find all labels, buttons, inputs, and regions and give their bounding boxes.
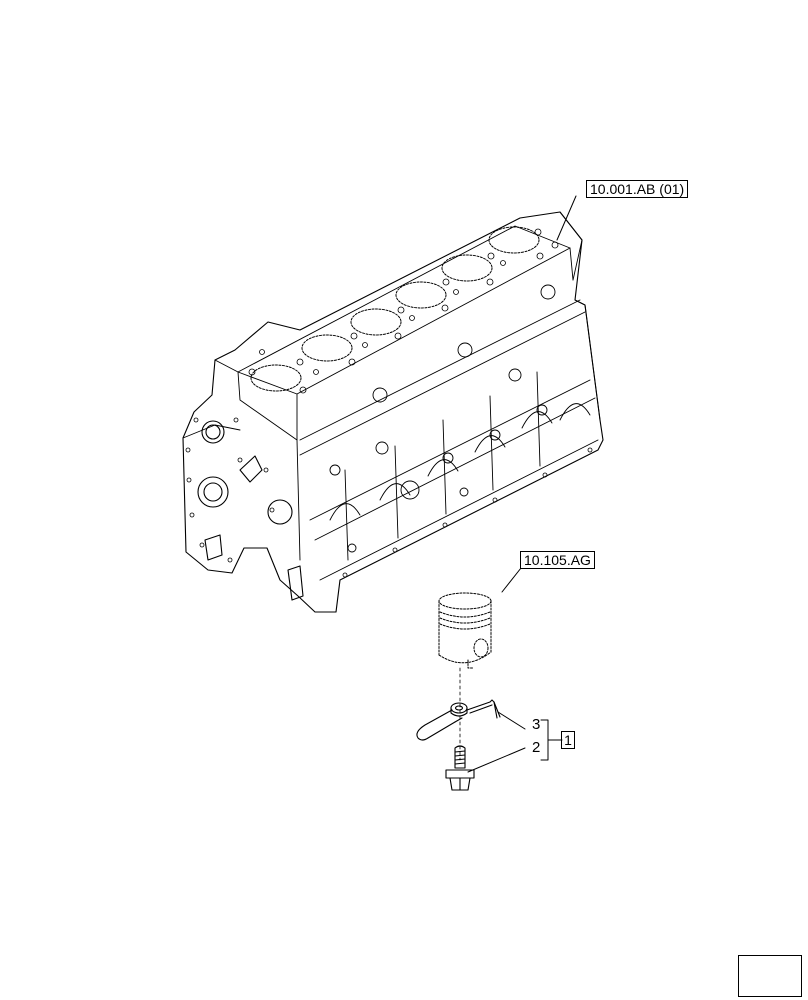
- callout-bracket: [540, 719, 563, 761]
- callout-group-1: 1: [561, 731, 575, 749]
- callout-item-3: 3: [532, 716, 541, 733]
- engine-block: [182, 211, 604, 613]
- piston: [438, 592, 492, 669]
- oil-jet-nozzle: [416, 699, 501, 741]
- leader-line-piston: [501, 567, 522, 593]
- engine-block-reference[interactable]: 10.001.AB (01): [586, 180, 689, 198]
- leader-line-engine: [556, 195, 577, 241]
- navigation-button[interactable]: [738, 955, 802, 997]
- callout-item-2: 2: [532, 739, 541, 756]
- leader-line-item-3: [497, 711, 526, 730]
- piston-reference[interactable]: 10.105.AG: [520, 551, 595, 569]
- leader-line-item-2: [467, 747, 526, 773]
- banjo-bolt: [445, 745, 475, 791]
